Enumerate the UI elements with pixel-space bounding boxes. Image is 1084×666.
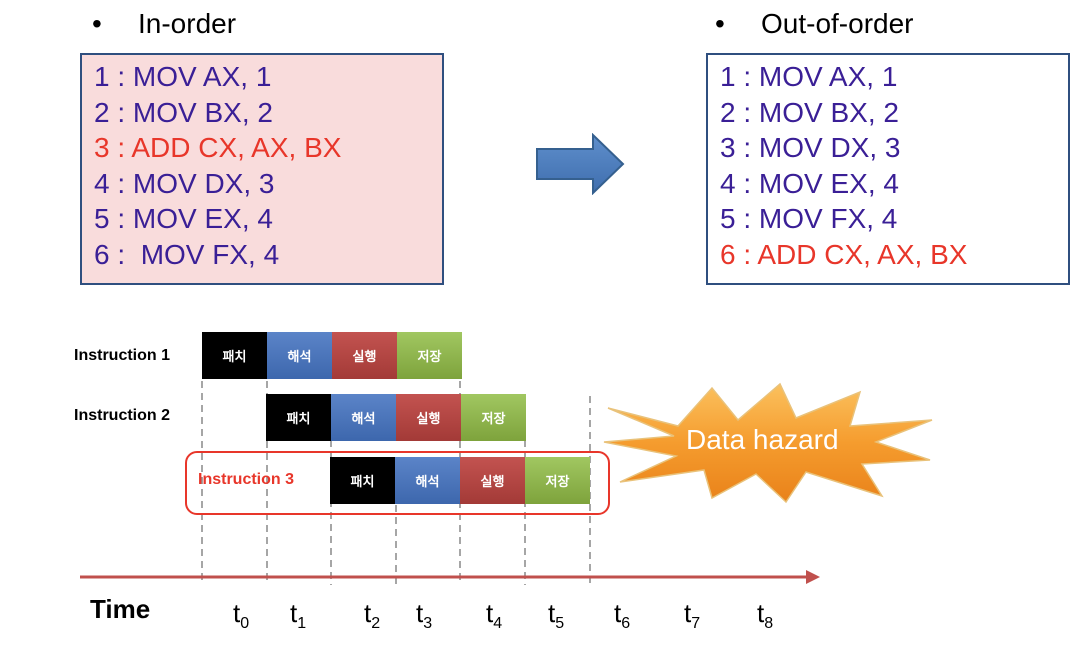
in-order-heading: • In-order xyxy=(92,8,352,44)
code-line: 4 : MOV EX, 4 xyxy=(720,167,899,199)
code-line: 2 : MOV BX, 2 xyxy=(720,96,899,128)
instruction-label: Instruction 1 xyxy=(74,347,171,364)
stage-fetch: 패치 xyxy=(266,394,331,441)
instruction-label-hazard: Instruction 3 xyxy=(198,471,295,488)
in-order-title: In-order xyxy=(138,8,237,39)
bullet-icon: • xyxy=(715,8,725,39)
out-of-order-code-box: 1 : MOV AX, 1 2 : MOV BX, 2 3 : MOV DX, … xyxy=(706,53,1070,285)
stage-execute: 실행 xyxy=(332,332,397,379)
time-tick: t3 xyxy=(416,598,433,632)
time-tick: t5 xyxy=(548,598,565,632)
code-line-dependent: 3 : ADD CX, AX, BX xyxy=(94,132,342,164)
in-order-code-box: 1 : MOV AX, 1 2 : MOV BX, 2 3 : ADD CX, … xyxy=(80,53,444,285)
out-of-order-title: Out-of-order xyxy=(761,8,914,39)
stage-fetch: 패치 xyxy=(202,332,267,379)
hazard-label: Data hazard xyxy=(686,424,839,455)
right-arrow-icon xyxy=(536,133,625,195)
stage-fetch: 패치 xyxy=(330,457,395,504)
code-line: 3 : MOV DX, 3 xyxy=(720,132,901,164)
time-tick: t6 xyxy=(614,598,631,632)
stage-decode: 해석 xyxy=(267,332,332,379)
code-line-dependent: 6 : ADD CX, AX, BX xyxy=(720,238,968,270)
stage-decode: 해석 xyxy=(395,457,460,504)
code-line: 1 : MOV AX, 1 xyxy=(720,61,898,92)
hazard-burst-icon xyxy=(603,382,933,504)
stage-execute: 실행 xyxy=(396,394,461,441)
instruction-label: Instruction 2 xyxy=(74,407,171,424)
time-tick: t2 xyxy=(364,598,381,632)
out-of-order-heading: • Out-of-order xyxy=(715,8,975,44)
time-tick: t4 xyxy=(486,598,503,632)
bullet-icon: • xyxy=(92,8,102,39)
stage-decode: 해석 xyxy=(331,394,396,441)
stage-store: 저장 xyxy=(461,394,526,441)
code-line: 4 : MOV DX, 3 xyxy=(94,167,275,199)
code-line: 5 : MOV FX, 4 xyxy=(720,203,898,235)
stage-execute: 실행 xyxy=(460,457,525,504)
code-line: 2 : MOV BX, 2 xyxy=(94,96,273,128)
time-axis-arrow xyxy=(80,570,820,584)
code-line: 6 : MOV FX, 4 xyxy=(94,238,280,270)
stage-store: 저장 xyxy=(525,457,590,504)
stage-store: 저장 xyxy=(397,332,462,379)
time-tick: t7 xyxy=(684,598,701,632)
hazard-highlight-frame xyxy=(185,451,610,515)
time-tick: t8 xyxy=(757,598,774,632)
code-line: 1 : MOV AX, 1 xyxy=(94,61,272,92)
time-tick: t1 xyxy=(290,598,307,632)
code-line: 5 : MOV EX, 4 xyxy=(94,203,273,235)
time-axis-label: Time xyxy=(90,594,151,624)
time-tick: t0 xyxy=(233,598,250,632)
